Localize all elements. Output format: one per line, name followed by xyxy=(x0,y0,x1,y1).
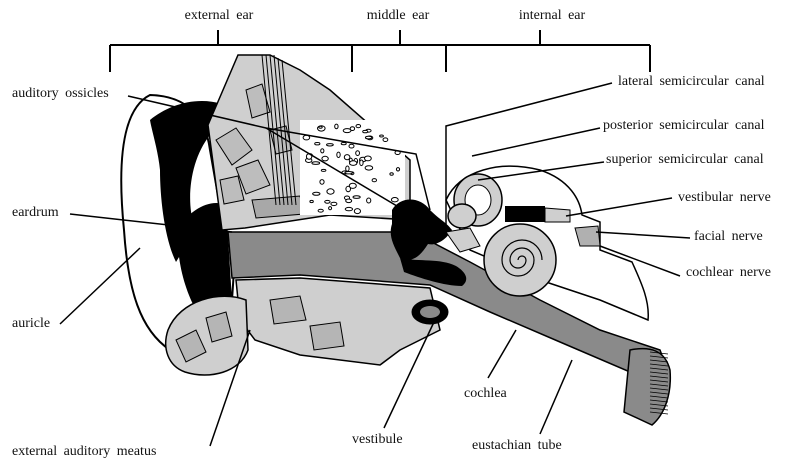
bone-pore xyxy=(319,126,322,128)
vestibule-opening-inner xyxy=(420,306,440,318)
bone-pore xyxy=(313,192,320,195)
cochlea-shape xyxy=(484,224,556,296)
bone-pore xyxy=(318,209,323,212)
bone-pore xyxy=(346,199,352,203)
bone-pore xyxy=(365,136,371,139)
vestibular-nerve-trunk xyxy=(545,208,570,222)
temporal-bone-lower xyxy=(236,278,440,365)
region-brackets xyxy=(110,30,650,72)
bone-pore xyxy=(310,200,313,202)
bone-pore xyxy=(353,196,360,199)
bone-pore xyxy=(329,207,332,210)
bone-pore xyxy=(344,155,350,160)
bone-pore xyxy=(349,183,356,188)
label-auricle: auricle xyxy=(12,316,50,332)
bone-pore xyxy=(343,129,351,133)
bone-pore xyxy=(335,124,338,129)
facial-nerve-root xyxy=(575,226,600,246)
bone-pore xyxy=(356,151,360,156)
bone-pore xyxy=(365,156,372,161)
bone-pore xyxy=(346,166,349,171)
vestibular-nerve-bundle xyxy=(505,206,545,222)
label-external-auditory-meatus: external auditory meatus xyxy=(12,444,156,460)
bone-pore xyxy=(363,130,368,132)
label-cochlea: cochlea xyxy=(464,386,507,402)
label-auditory-ossicles: auditory ossicles xyxy=(12,86,109,102)
bone-pore xyxy=(372,179,376,182)
region-label-external-ear: external ear xyxy=(185,8,254,24)
label-lateral-semicircular-canal: lateral semicircular canal xyxy=(618,74,765,90)
region-label-internal-ear: internal ear xyxy=(519,8,585,24)
bone-pore xyxy=(383,138,388,142)
label-posterior-semicircular-canal: posterior semicircular canal xyxy=(603,118,764,134)
bone-pore xyxy=(345,207,352,210)
bone-pore xyxy=(320,180,324,185)
bone-pore xyxy=(391,198,398,202)
region-label-middle-ear: middle ear xyxy=(367,8,429,24)
bone-pore xyxy=(356,125,361,128)
bone-pore xyxy=(341,143,346,145)
bone-pore xyxy=(360,160,363,166)
bone-pore xyxy=(380,135,384,137)
bone-pore xyxy=(315,143,320,145)
label-vestibular-nerve: vestibular nerve xyxy=(678,190,771,206)
bone-pore xyxy=(321,169,326,171)
bone-pore xyxy=(390,173,393,176)
bone-pore xyxy=(345,172,353,174)
bone-pore xyxy=(312,162,320,165)
bone-pore xyxy=(322,156,328,161)
label-eustachian-tube: eustachian tube xyxy=(472,438,562,454)
label-superior-semicircular-canal: superior semicircular canal xyxy=(606,152,764,168)
bone-pore xyxy=(325,200,330,203)
posterior-semicircular-canal xyxy=(448,204,476,228)
label-eardrum: eardrum xyxy=(12,205,59,221)
bone-pore xyxy=(337,152,340,157)
bone-pore xyxy=(365,166,373,170)
label-facial-nerve: facial nerve xyxy=(694,229,763,245)
label-vestibule: vestibule xyxy=(352,432,403,448)
bone-pore xyxy=(350,161,357,166)
bone-pore xyxy=(321,149,324,153)
bone-pore xyxy=(396,168,399,171)
bone-pore xyxy=(354,209,360,214)
bone-pore xyxy=(327,189,334,194)
bone-pore xyxy=(367,198,371,203)
bone-pore xyxy=(331,202,337,205)
label-cochlear-nerve: cochlear nerve xyxy=(686,265,771,281)
bone-pore xyxy=(349,144,354,148)
bone-pore xyxy=(327,144,334,146)
